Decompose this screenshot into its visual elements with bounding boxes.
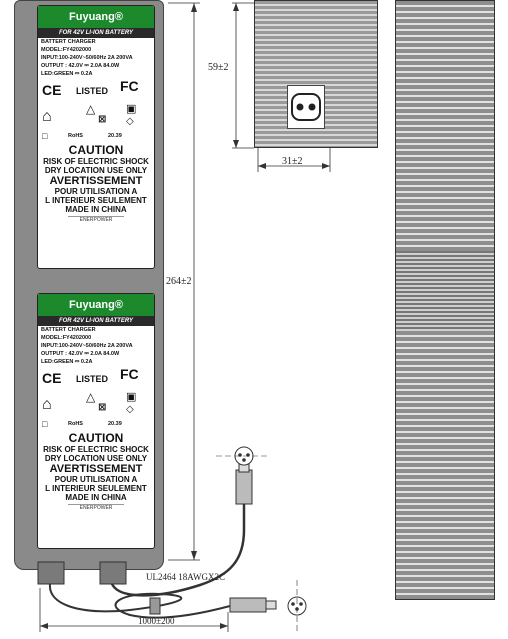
width-dimension: 31±2 xyxy=(282,156,303,167)
made-in-text: MADE IN CHINA xyxy=(65,205,127,214)
ul-listed-mark: LISTED xyxy=(76,374,109,384)
product-name: BATTERT CHARGER xyxy=(41,327,96,333)
charger-label-top: Fuyuang® FOR 42V LI-ION BATTERY BATTERT … xyxy=(37,5,155,269)
height-dimension: 59±2 xyxy=(208,62,229,73)
code-mark: 20.39 xyxy=(108,421,122,427)
ac-inlet-socket xyxy=(287,85,325,129)
label-footer: ENERPOWER xyxy=(68,504,124,511)
square-mark-icon: □ xyxy=(42,131,48,141)
avertissement-heading: AVERTISSEMENT xyxy=(49,463,143,475)
bin-icon: ⊠ xyxy=(98,114,107,125)
interieur-text: L INTERIEUR SEULEMENT xyxy=(45,484,147,493)
battery-type-banner: FOR 42V LI-ION BATTERY xyxy=(38,316,154,326)
interieur-text: L INTERIEUR SEULEMENT xyxy=(45,196,147,205)
avertissement-heading: AVERTISSEMENT xyxy=(49,175,143,187)
pour-text: POUR UTILISATION A xyxy=(54,475,138,484)
rohs-mark: RoHS xyxy=(68,421,83,427)
dry-location-text: DRY LOCATION USE ONLY xyxy=(44,166,148,175)
model-number: MODEL:FY4202000 xyxy=(41,47,92,53)
ul-listed-mark: LISTED xyxy=(76,86,109,96)
input-rating: INPUT:100-240V~50/60Hz 2A 200VA xyxy=(41,55,133,61)
ce-mark: CE xyxy=(42,370,62,386)
label-footer: ENERPOWER xyxy=(68,216,124,223)
charger-label-bottom: Fuyuang® FOR 42V LI-ION BATTERY BATTERT … xyxy=(37,293,155,549)
ac-inlet-icon xyxy=(291,93,321,121)
bin-icon: ⊠ xyxy=(98,402,107,413)
model-number: MODEL:FY4202000 xyxy=(41,335,92,341)
gs-mark: ▣ xyxy=(126,103,137,115)
house-icon: ⌂ xyxy=(42,396,52,413)
input-rating: INPUT:100-240V~50/60Hz 2A 200VA xyxy=(41,343,133,349)
gs-mark: ▣ xyxy=(126,391,137,403)
length-dimension: 264±2 xyxy=(166,276,192,287)
battery-type-banner: FOR 42V LI-ION BATTERY xyxy=(38,28,154,38)
output-rating: OUTPUT : 42.0V ⎓ 2.0A 84.0W xyxy=(41,63,120,69)
square-mark-icon: □ xyxy=(42,419,48,429)
risk-text: RISK OF ELECTRIC SHOCK xyxy=(43,445,149,454)
led-rating: LED:GREEN ⎓ 0.2A xyxy=(41,359,93,365)
risk-text: RISK OF ELECTRIC SHOCK xyxy=(43,157,149,166)
safety-mark-triangle: △ xyxy=(86,390,96,404)
caution-heading: CAUTION xyxy=(68,431,124,445)
cable-length-dimension: 1000±200 xyxy=(138,616,175,626)
fin-center-band xyxy=(396,251,494,331)
caution-heading: CAUTION xyxy=(68,143,124,157)
brand-logo: Fuyuang® xyxy=(38,294,154,316)
safety-mark-triangle: △ xyxy=(86,102,96,116)
made-in-text: MADE IN CHINA xyxy=(65,493,127,502)
diamond-mark-icon: ◇ xyxy=(126,404,134,415)
house-icon: ⌂ xyxy=(42,108,52,125)
product-name: BATTERT CHARGER xyxy=(41,39,96,45)
cable-spec-label: UL2464 18AWGX2C xyxy=(146,572,226,582)
charger-side-view xyxy=(254,0,378,148)
pour-text: POUR UTILISATION A xyxy=(54,187,138,196)
fcc-mark: FC xyxy=(120,366,139,382)
dry-location-text: DRY LOCATION USE ONLY xyxy=(44,454,148,463)
certification-marks: LISTED FC CE △ ▣ ⌂ ⊠ ◇ xyxy=(38,78,154,132)
certification-marks: LISTED FC CE △ ▣ ⌂ ⊠ ◇ xyxy=(38,366,154,420)
code-mark: 20.39 xyxy=(108,133,122,139)
diamond-mark-icon: ◇ xyxy=(126,116,134,127)
charger-body: Fuyuang® FOR 42V LI-ION BATTERY BATTERT … xyxy=(14,0,164,570)
rohs-mark: RoHS xyxy=(68,133,83,139)
ce-mark: CE xyxy=(42,82,62,98)
brand-logo: Fuyuang® xyxy=(38,6,154,28)
charger-fin-view xyxy=(395,0,495,600)
output-rating: OUTPUT : 42.0V ⎓ 2.0A 84.0W xyxy=(41,351,120,357)
led-rating: LED:GREEN ⎓ 0.2A xyxy=(41,71,93,77)
fcc-mark: FC xyxy=(120,78,139,94)
